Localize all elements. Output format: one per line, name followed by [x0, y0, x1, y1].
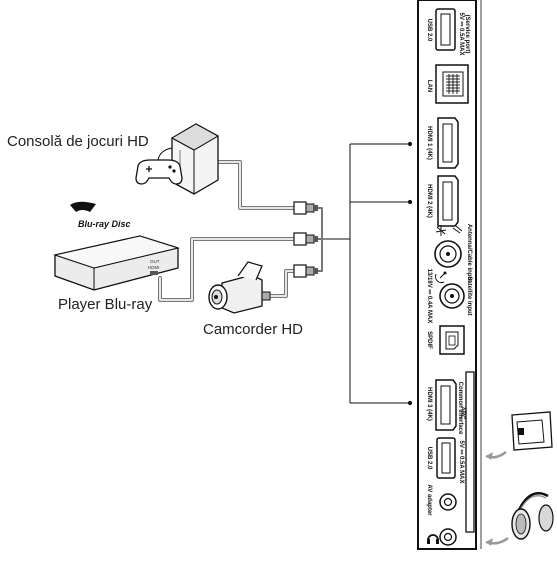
gamepad-icon: [135, 147, 183, 185]
satellite-power-text: 13/18V ⎓ 0.4A MAX: [426, 269, 432, 324]
plug-camcorder: [293, 264, 318, 278]
headphone-jack: [427, 528, 457, 546]
satellite-port: Satellite input 13/18V ⎓ 0.4A MAX: [426, 269, 472, 324]
headphone-jack-icon: [427, 534, 439, 541]
game-console-illustration: [135, 123, 220, 195]
common-interface-slot: Common Interface: [457, 371, 475, 533]
hdmi3-label: HDMI 3 (4K): [426, 387, 432, 421]
antenna-label: Antenna/Cable input: [466, 224, 472, 282]
hdmi2-port: HDMI 2 (4K): [426, 175, 459, 227]
hdmi-bracket-lines: [322, 141, 413, 406]
lan-label: LAN: [426, 80, 432, 92]
av-adapter-jack: AV adapter: [426, 484, 457, 516]
usb1-service-text: (Service port): [464, 15, 470, 54]
hdmi3-port: HDMI 3 (4K) ARC: [426, 379, 465, 431]
antenna-icon: [435, 225, 447, 236]
spdif-port: SPDIF: [426, 325, 465, 355]
cable-plugs: [293, 201, 318, 278]
cables: [158, 160, 323, 302]
bluray-player-label: Player Blu-ray: [58, 296, 153, 313]
usb1-label: USB 2.0: [426, 19, 432, 42]
camcorder-illustration: [208, 261, 271, 314]
hdmi1-port: HDMI 1 (4K): [426, 117, 459, 169]
satellite-dish-icon: [434, 271, 447, 284]
usb2-port: USB 2.0 5V ⎓ 0.5A MAX: [426, 437, 464, 484]
lan-port: LAN: [426, 64, 469, 104]
hdmi2-label: HDMI 2 (4K): [426, 184, 432, 218]
usb2-label: USB 2.0: [426, 447, 432, 470]
hdmi3-arc-text: ARC: [459, 407, 465, 421]
game-console-label: Consolă de jocuri HD: [7, 133, 149, 150]
bluray-logo: Blu-ray Disc: [70, 201, 131, 229]
bluray-out-text: OUT: [150, 259, 160, 264]
plug-bluray: [293, 232, 318, 246]
spdif-label: SPDIF: [426, 331, 432, 349]
antenna-port: Antenna/Cable input: [434, 224, 472, 282]
bluray-hdmi-text: HDMI: [148, 265, 160, 270]
hdmi1-label: HDMI 1 (4K): [426, 126, 432, 160]
usb1-power-text: 5V ⎓ 0.5A MAX: [458, 13, 464, 56]
ci-label: Common Interface: [457, 382, 463, 435]
cable-icon: [452, 225, 463, 234]
camcorder-label: Camcorder HD: [203, 321, 304, 338]
bluray-logo-text: Blu-ray Disc: [78, 219, 131, 229]
satellite-label: Satellite input: [466, 276, 472, 315]
av-label: AV adapter: [426, 484, 432, 516]
usb-service-port: USB 2.0 (Service port) 5V ⎓ 0.5A MAX: [426, 8, 470, 56]
usb2-power-text: 5V ⎓ 0.5A MAX: [458, 441, 464, 484]
bluray-player-illustration: Blu-ray Disc OUT HDMI: [53, 201, 180, 291]
sd-card-illustration: [485, 411, 553, 460]
plug-console: [293, 201, 318, 215]
tv-side-panel: [417, 0, 482, 550]
headphones-illustration: [485, 492, 554, 546]
